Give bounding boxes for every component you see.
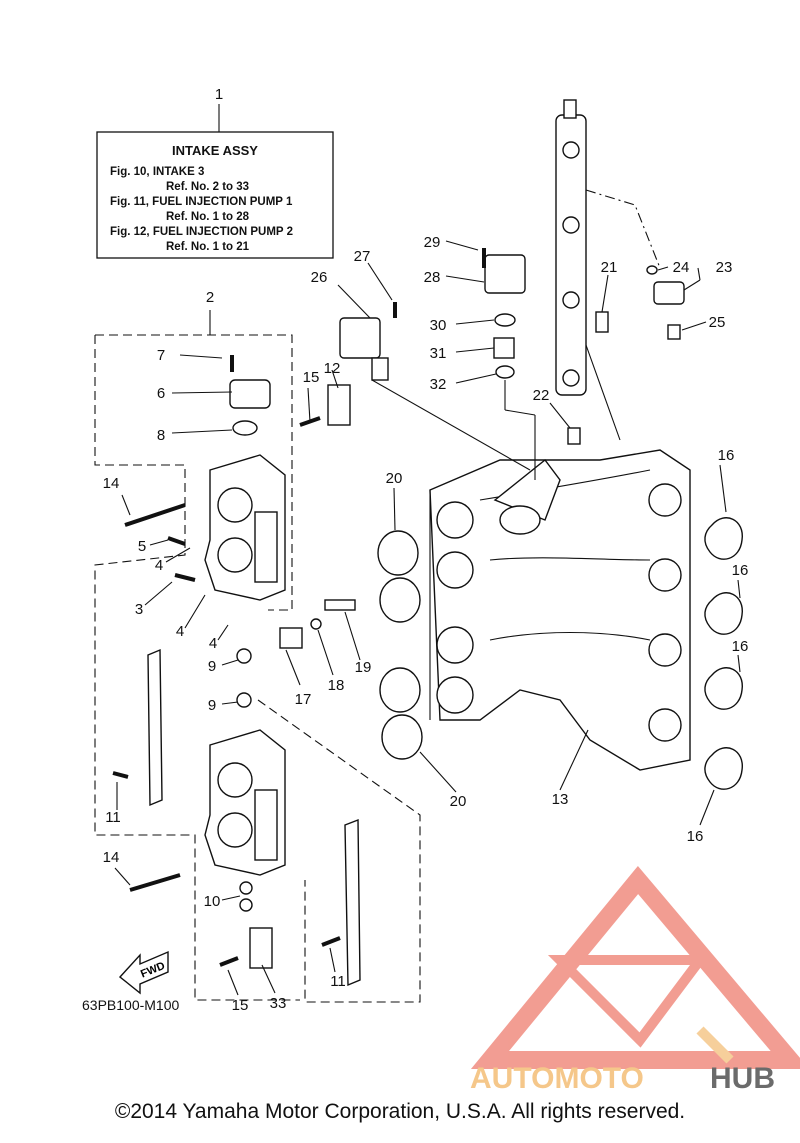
small-parts [229,254,685,912]
fwd-arrow-icon: FWD [118,950,169,995]
rings-20 [377,530,423,760]
brackets [147,384,361,987]
callout-29: 29 [424,234,441,251]
callout-15b: 15 [232,997,249,1014]
callout-20b: 20 [450,793,467,810]
callout-25: 25 [709,314,726,331]
callout-6: 6 [157,385,165,402]
box-line-4: Ref. No. 1 to 28 [166,211,250,223]
box-line-6: Ref. No. 1 to 21 [166,241,250,253]
callout-10: 10 [204,893,221,910]
bolts [112,248,486,967]
callout-22: 22 [533,387,550,404]
callout-16a: 16 [718,447,735,464]
callout-9a: 9 [208,658,216,675]
throttle-body-lower [204,729,286,876]
box-line-3: Fig. 11, FUEL INJECTION PUMP 1 [110,196,293,208]
assembly-outlines [94,310,421,1003]
callout-33: 33 [270,995,287,1012]
callout-19: 19 [355,659,372,676]
callout-8: 8 [157,427,165,444]
callout-21: 21 [601,259,618,276]
callout-30: 30 [430,317,447,334]
intake-assy-box: INTAKE ASSY Fig. 10, INTAKE 3 Ref. No. 2… [96,104,334,259]
copyright-notice: ©2014 Yamaha Motor Corporation, U.S.A. A… [114,1100,686,1123]
callout-27: 27 [354,248,371,265]
box-line-2: Ref. No. 2 to 33 [166,181,249,193]
fuel-rail [555,99,661,441]
intake-manifold [429,449,691,771]
callout-16c: 16 [732,638,749,655]
callout-7: 7 [157,347,165,364]
watermark-text-2: HUB [710,1062,775,1095]
watermark-logo [470,865,800,1069]
callout-11b: 11 [330,973,346,990]
throttle-body-upper [204,454,286,601]
callout-31: 31 [430,345,447,362]
callout-23: 23 [716,259,733,276]
callout-2: 2 [206,289,214,306]
box-title: INTAKE ASSY [172,143,258,158]
callout-13: 13 [552,791,569,808]
callout-12: 12 [324,360,341,377]
callout-20a: 20 [386,470,403,487]
callout-26: 26 [311,269,328,286]
callout-9b: 9 [208,697,216,714]
gaskets-16 [704,517,743,790]
callout-14a: 14 [103,475,120,492]
box-line-1: Fig. 10, INTAKE 3 [110,166,204,178]
callout-16d: 16 [687,828,704,845]
callout-14b: 14 [103,849,120,866]
callout-1: 1 [215,86,223,103]
callout-15a: 15 [303,369,320,386]
watermark-text-1: AUTOMOTO [470,1062,644,1095]
callout-4c: 4 [209,635,217,652]
callout-4a: 4 [155,557,163,574]
callout-17: 17 [295,691,312,708]
leader-lines [114,240,741,996]
drawing-code: 63PB100-M100 [82,997,180,1013]
callout-5: 5 [138,538,146,555]
callout-18: 18 [328,677,345,694]
callout-numbers: 1 2 3 4 4 4 5 6 7 8 9 9 10 11 11 12 13 1… [103,86,749,1014]
callout-16b: 16 [732,562,749,579]
callout-11a: 11 [105,809,121,826]
box-line-5: Fig. 12, FUEL INJECTION PUMP 2 [110,226,293,238]
callout-24: 24 [673,259,690,276]
callout-3: 3 [135,601,143,618]
callout-4b: 4 [176,623,184,640]
callout-32: 32 [430,376,447,393]
callout-28: 28 [424,269,441,286]
